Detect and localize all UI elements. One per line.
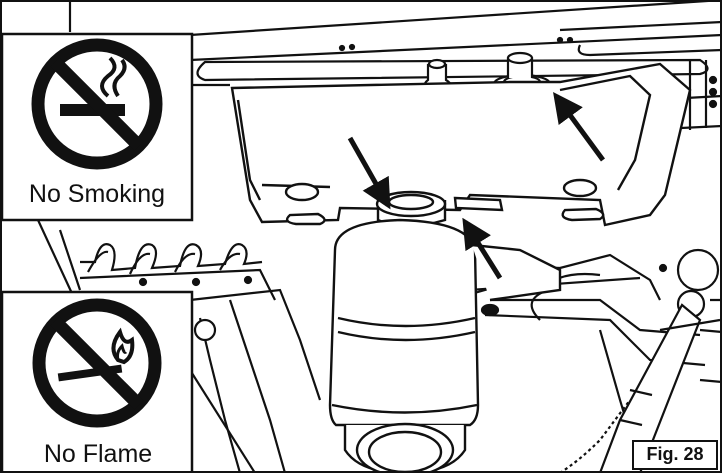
wire-coils	[80, 243, 263, 275]
no-smoking-label: No Smoking	[28, 180, 166, 208]
no-flame-label: No Flame	[43, 440, 153, 468]
support-rod	[559, 248, 721, 473]
warning-panel-flame	[0, 290, 194, 473]
warning-panel-smoking	[0, 32, 194, 222]
frame-rails	[68, 0, 722, 132]
figure-label: Fig. 28	[646, 444, 704, 464]
arrow-bolt	[553, 91, 606, 162]
mounting-bracket	[230, 62, 692, 227]
arrow-canister-side	[462, 217, 503, 280]
callout-arrows	[347, 91, 606, 280]
no-smoking-icon	[31, 38, 163, 170]
no-flame-icon	[32, 298, 162, 428]
filter-canister	[328, 190, 562, 473]
figure-label-box: Fig. 28	[632, 440, 718, 470]
arrow-canister-top	[347, 136, 391, 210]
